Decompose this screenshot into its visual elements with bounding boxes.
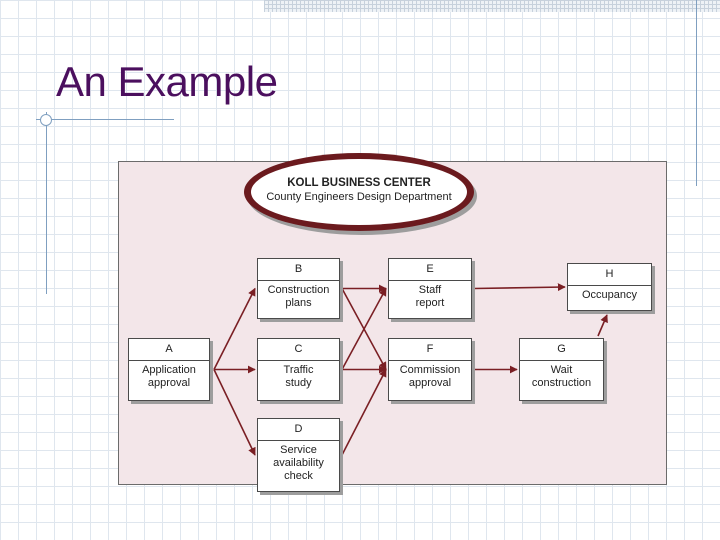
node-g: G Wait construction: [519, 338, 604, 401]
node-a: A Application approval: [128, 338, 210, 401]
node-g-label: Wait construction: [531, 364, 592, 389]
node-e-label: Staff report: [415, 284, 445, 309]
right-vertical-rule: [696, 0, 697, 186]
left-vertical-rule: [46, 112, 47, 294]
header-ellipse: KOLL BUSINESS CENTER County Engineers De…: [244, 153, 474, 231]
node-e-id: E: [389, 259, 471, 281]
node-b: B Construction plans: [257, 258, 340, 319]
node-d-id: D: [258, 419, 339, 441]
edge-a-b: [213, 287, 256, 370]
node-b-id: B: [258, 259, 339, 281]
edge-g-h: [597, 314, 608, 337]
node-d: D Service availability check: [257, 418, 340, 492]
node-f-label: Commission approval: [399, 364, 461, 389]
edge-a-d: [213, 369, 256, 456]
top-decorative-band: [264, 0, 720, 12]
node-g-id: G: [520, 339, 603, 361]
node-e: E Staff report: [388, 258, 472, 319]
node-h-id: H: [568, 264, 651, 286]
node-h-label: Occupancy: [581, 289, 638, 301]
node-c-label: Traffic study: [283, 364, 314, 389]
node-d-label: Service availability check: [273, 444, 324, 482]
slide-title: An Example: [56, 58, 278, 105]
title-underline-rule: [36, 119, 174, 120]
node-f-id: F: [389, 339, 471, 361]
header-title: KOLL BUSINESS CENTER: [287, 177, 431, 189]
node-b-label: Construction plans: [267, 284, 330, 309]
header-ellipse-inner: KOLL BUSINESS CENTER County Engineers De…: [251, 159, 467, 225]
edge-d-f: [341, 368, 387, 456]
node-f: F Commission approval: [388, 338, 472, 401]
edge-c-e: [341, 287, 387, 370]
header-subtitle: County Engineers Design Department: [266, 191, 452, 203]
node-a-label: Application approval: [142, 364, 196, 389]
title-rule-circle-icon: [40, 114, 52, 126]
node-c: C Traffic study: [257, 338, 340, 401]
node-h: H Occupancy: [567, 263, 652, 311]
node-c-id: C: [258, 339, 339, 361]
edge-e-h: [473, 283, 566, 292]
node-a-id: A: [129, 339, 209, 361]
